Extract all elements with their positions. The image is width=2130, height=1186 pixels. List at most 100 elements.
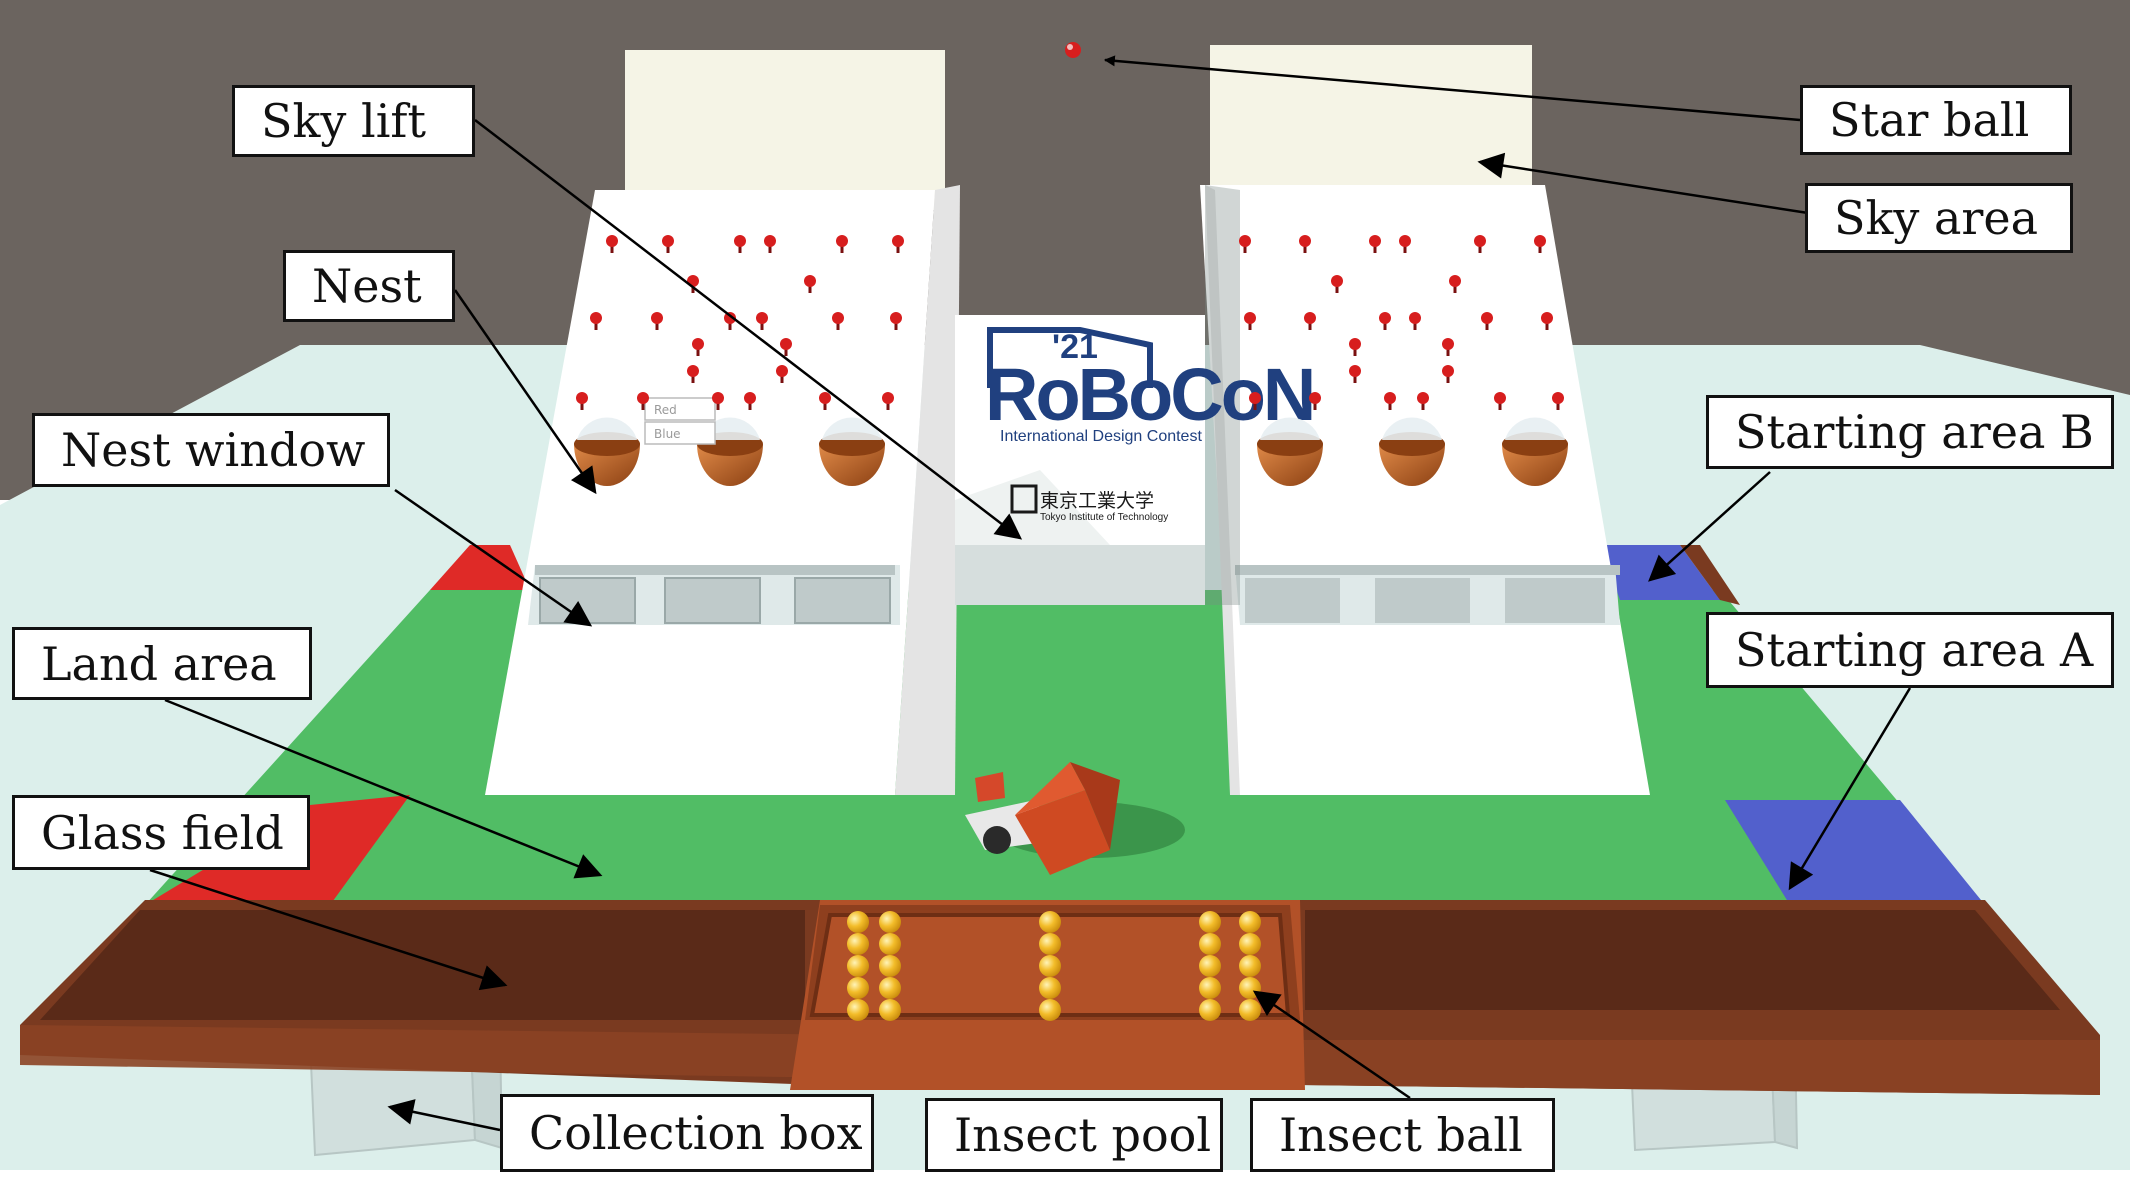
nest-color-panel: Red Blue — [644, 397, 716, 445]
sky-peg — [1349, 365, 1361, 383]
sky-peg — [1309, 392, 1321, 410]
leader-starting-area-b — [1648, 471, 1771, 582]
insect-ball — [847, 955, 869, 977]
sky-peg — [1417, 392, 1429, 410]
leader-insect-ball — [1252, 990, 1411, 1100]
sky-peg — [892, 235, 904, 253]
insect-ball — [1239, 933, 1261, 955]
label-star-ball: Star ball — [1800, 85, 2072, 155]
logo-subtitle: International Design Contest — [1000, 428, 1202, 445]
sky-peg — [1449, 275, 1461, 293]
nest-panel-blue: Blue — [654, 427, 681, 441]
insect-ball — [1199, 977, 1221, 999]
insect-ball — [879, 977, 901, 999]
sky-peg — [756, 312, 768, 330]
insect-ball — [1039, 955, 1061, 977]
nest-bowl — [819, 417, 885, 486]
sky-peg — [1304, 312, 1316, 330]
sky-peg — [744, 392, 756, 410]
leader-land-area — [164, 698, 603, 879]
sky-peg — [1299, 235, 1311, 253]
insect-ball — [879, 911, 901, 933]
sky-pegs — [576, 235, 1564, 410]
sky-peg — [651, 312, 663, 330]
robot — [965, 762, 1185, 875]
label-sky-area: Sky area — [1805, 183, 2073, 253]
sky-peg — [1481, 312, 1493, 330]
logo-name: RoBoCoN — [985, 353, 1313, 436]
logo-university-jp: 東京工業大学 — [1040, 490, 1154, 512]
insect-ball — [1199, 999, 1221, 1021]
insect-ball — [1239, 911, 1261, 933]
sky-peg — [819, 392, 831, 410]
sky-peg — [1349, 338, 1361, 356]
sky-peg — [832, 312, 844, 330]
sky-peg — [662, 235, 674, 253]
leader-nest-window — [394, 488, 593, 627]
leader-glass-field — [149, 868, 508, 991]
sky-peg — [687, 365, 699, 383]
insect-ball — [1039, 911, 1061, 933]
insect-ball — [1039, 977, 1061, 999]
insect-ball — [879, 933, 901, 955]
insect-ball — [847, 933, 869, 955]
sky-peg — [1369, 235, 1381, 253]
right-tower — [1200, 45, 1650, 795]
leader-sky-area — [1477, 152, 1809, 215]
insect-ball — [1039, 999, 1061, 1021]
red-zone-top — [430, 545, 530, 590]
leader-collection-box — [387, 1099, 501, 1132]
label-collection-box: Collection box — [500, 1094, 874, 1172]
sky-peg — [1399, 235, 1411, 253]
sky-peg — [804, 275, 816, 293]
sky-peg — [776, 365, 788, 383]
insect-ball — [879, 999, 901, 1021]
sky-peg — [890, 312, 902, 330]
insect-ball — [1239, 999, 1261, 1021]
sky-peg — [1534, 235, 1546, 253]
sky-peg — [1239, 235, 1251, 253]
leader-sky-lift — [474, 119, 1023, 540]
sky-peg — [1474, 235, 1486, 253]
nest-panel-red: Red — [654, 403, 677, 417]
label-sky-lift: Sky lift — [232, 85, 475, 157]
insect-ball — [1239, 955, 1261, 977]
insect-ball — [1039, 933, 1061, 955]
nest-bowl — [1257, 417, 1323, 486]
sky-peg — [764, 235, 776, 253]
insect-ball — [879, 955, 901, 977]
sky-peg — [1442, 365, 1454, 383]
nest-bowl — [1502, 417, 1568, 486]
label-land-area: Land area — [12, 627, 312, 700]
insect-ball — [847, 999, 869, 1021]
insect-ball — [1199, 911, 1221, 933]
label-insect-pool: Insect pool — [925, 1098, 1223, 1172]
nest-bowl — [1379, 417, 1445, 486]
sky-peg — [606, 235, 618, 253]
leader-nest — [453, 289, 597, 495]
sky-peg — [590, 312, 602, 330]
sky-peg — [1552, 392, 1564, 410]
label-glass-field: Glass field — [12, 795, 310, 870]
sky-peg — [1409, 312, 1421, 330]
label-starting-area-b: Starting area B — [1706, 395, 2114, 469]
label-nest-window: Nest window — [32, 413, 390, 487]
insect-ball — [847, 977, 869, 999]
leader-star-ball — [1103, 55, 1801, 122]
star-ball — [1065, 42, 1081, 58]
robocon-logo: '21 RoBoCoN International Design Contest… — [985, 327, 1316, 523]
sky-peg — [734, 235, 746, 253]
sky-peg — [1442, 338, 1454, 356]
logo-university-en: Tokyo Institute of Technology — [1040, 512, 1168, 523]
insect-ball — [1199, 933, 1221, 955]
sky-peg — [637, 392, 649, 410]
label-nest: Nest — [283, 250, 455, 322]
sky-peg — [1249, 392, 1261, 410]
insect-ball — [847, 911, 869, 933]
left-tower — [485, 50, 960, 795]
sky-peg — [780, 338, 792, 356]
sky-peg — [692, 338, 704, 356]
leader-starting-area-a — [1788, 687, 1912, 891]
sky-peg — [1331, 275, 1343, 293]
sky-peg — [1379, 312, 1391, 330]
